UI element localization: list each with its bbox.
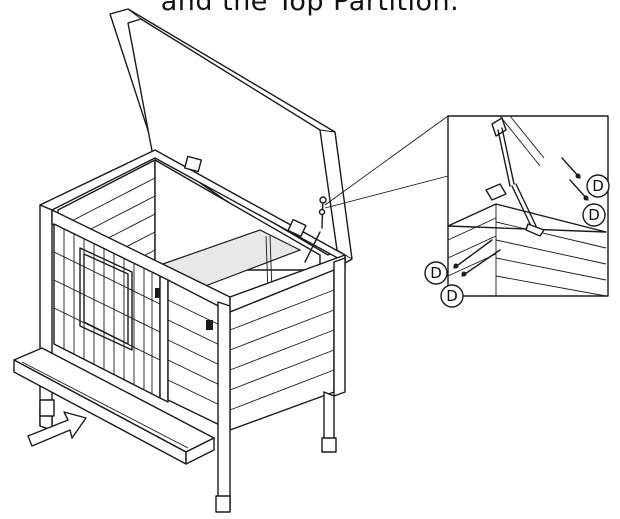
hutch-right-side	[217, 254, 346, 511]
callout-d-4: D	[440, 284, 464, 308]
insert-arrow	[27, 411, 87, 447]
callout-d-3-label: D	[430, 264, 442, 282]
callout-d-1-label: D	[592, 177, 604, 195]
callout-leaders	[324, 115, 449, 209]
caption-text: and the Top Partition.	[160, 0, 460, 17]
callout-d-4-label: D	[446, 287, 458, 305]
detail-inset	[447, 115, 609, 297]
callout-d-2-label: D	[588, 206, 600, 224]
pull-out-tray	[13, 347, 215, 465]
hutch-front	[39, 204, 231, 431]
callout-d-2: D	[582, 203, 606, 227]
callout-d-1: D	[586, 174, 610, 198]
callout-d-3: D	[424, 261, 448, 285]
